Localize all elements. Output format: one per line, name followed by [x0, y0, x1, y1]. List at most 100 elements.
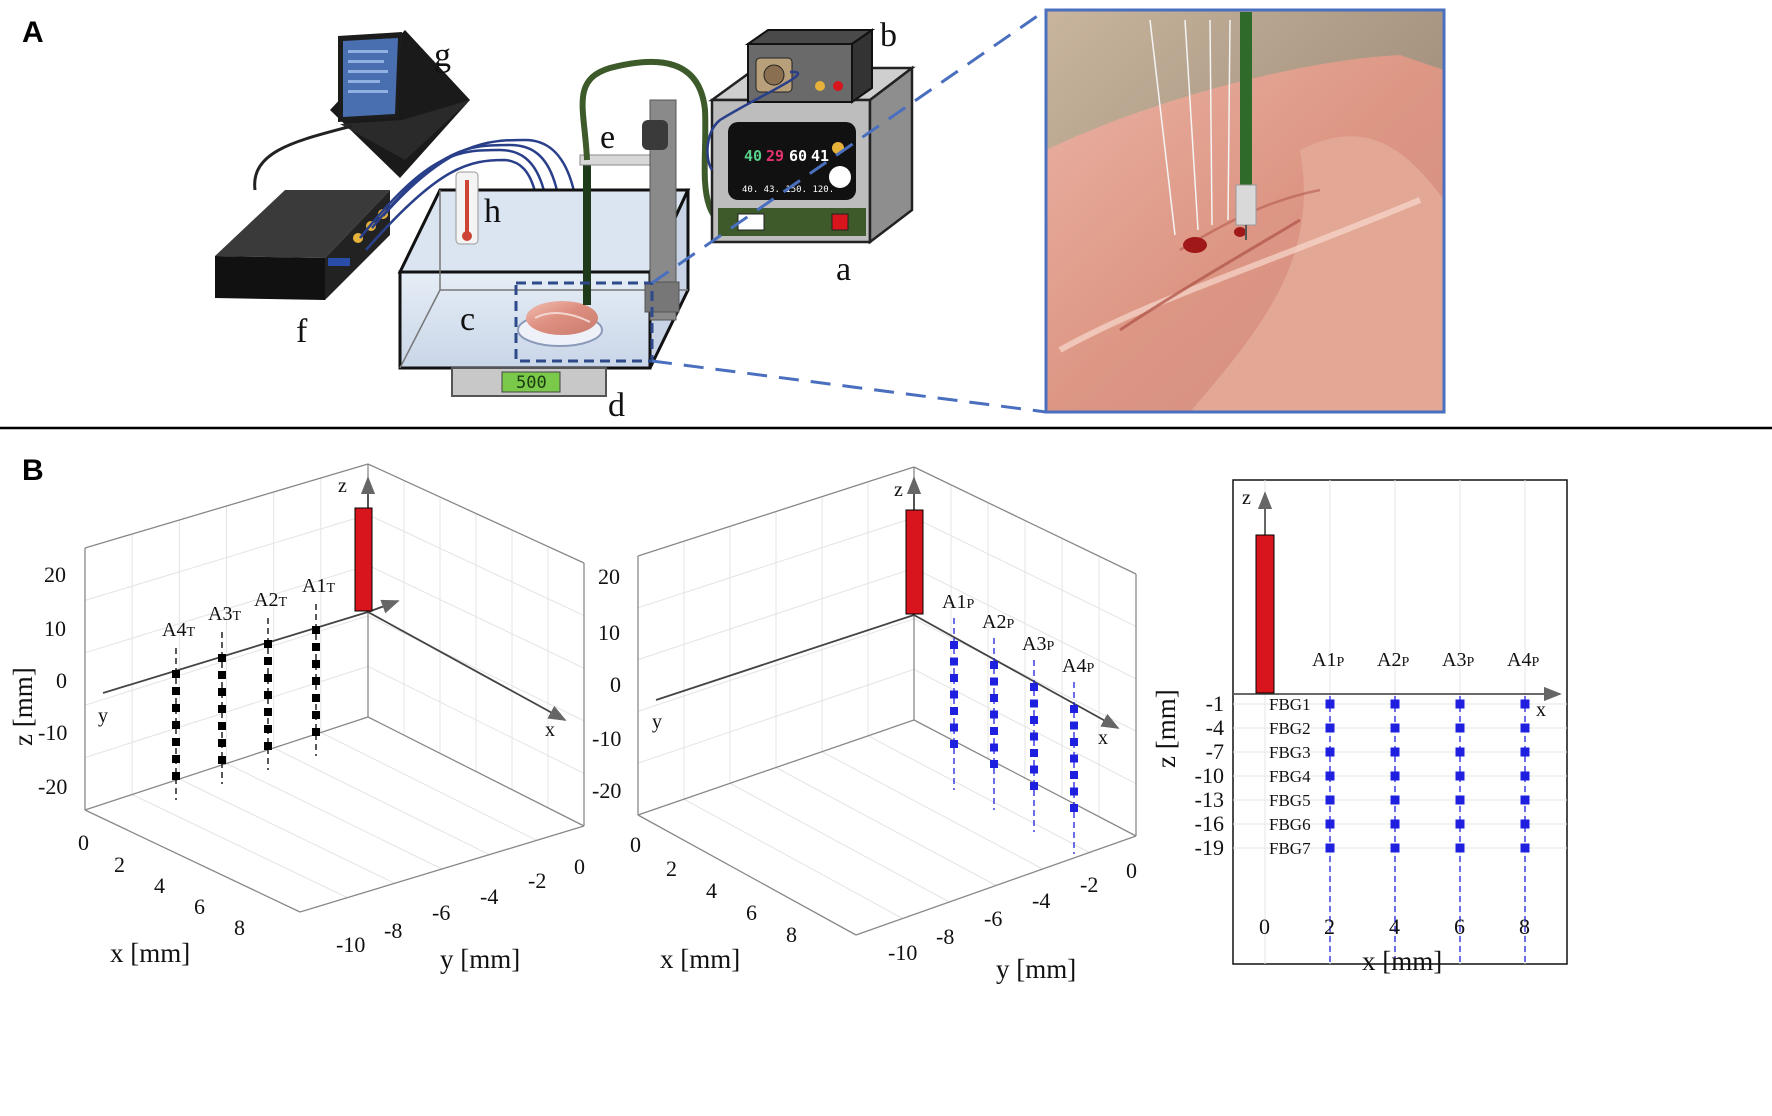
plot3-array-label: A1P: [1312, 649, 1344, 671]
plot2-x-tick: 4: [706, 878, 717, 903]
plot3-sensor-point: [1325, 699, 1335, 709]
monitor-value-3: 60: [789, 147, 807, 165]
plot1-sensor-point: [264, 657, 272, 665]
plot3-sensor-label: FBG1: [1269, 695, 1311, 714]
plot3-z-tick: -16: [1195, 811, 1224, 836]
label-d: d: [608, 387, 625, 424]
plot3-x-tick: 4: [1389, 914, 1400, 939]
zoom-link-bottom: [651, 359, 1047, 414]
plot2-array-label: A4P: [1062, 655, 1094, 677]
plot3-array-label: A2P: [1377, 649, 1409, 671]
plot2-sensor-point: [1030, 716, 1038, 724]
plot3-sensor-point: [1520, 699, 1530, 709]
plot1-sensor-point: [172, 687, 180, 695]
plot2-x-tick: 6: [746, 900, 757, 925]
plot1-array-label: A1T: [302, 575, 335, 597]
plot3-frame: [1232, 479, 1568, 965]
plot2-sensor-point: [990, 727, 998, 735]
coolant-tube: [579, 59, 751, 235]
plot1-sensor-point: [312, 728, 320, 736]
plot3-sensor-point: [1390, 699, 1400, 709]
plot1-sensor-point: [172, 772, 180, 780]
plot2-x-ticks: 0 2 4 6 8: [630, 832, 797, 947]
plot2-sensor-point: [1030, 732, 1038, 741]
plot3-sensor-point: [1390, 723, 1400, 733]
plot3-sensor-point: [1325, 747, 1335, 757]
plot2-y-tick: -10: [888, 940, 917, 965]
plot2-sensor-point: [950, 657, 958, 666]
plot3-sensor-label: FBG6: [1269, 815, 1311, 834]
plot2-x-label: x [mm]: [660, 944, 740, 974]
plot3-sensor-point: [1455, 795, 1465, 805]
plot2-x-tick: 8: [786, 922, 797, 947]
plot2-y-ticks: -10 -8 -6 -4 -2 0: [888, 858, 1137, 965]
plot2-axis-x: x: [1098, 727, 1108, 749]
label-c: c: [460, 301, 475, 338]
plot3-sensor-label: FBG7: [1269, 839, 1311, 858]
plot1-z-tick: -20: [38, 774, 67, 799]
plot2-sensor-point: [1030, 765, 1038, 774]
plot1-sensor-point: [264, 725, 272, 733]
plot2-y-tick: -4: [1032, 888, 1050, 913]
plot1-z-tick: 0: [56, 668, 67, 693]
stand-arm: [579, 154, 657, 166]
plot3-z-tick: -19: [1195, 835, 1224, 860]
plot3-sensor-point: [1455, 723, 1465, 733]
plot2-sensor-point: [990, 661, 998, 669]
plot1-x-tick: 6: [194, 894, 205, 919]
plot1-z-label: z [mm]: [8, 667, 38, 746]
plot1-array-label: A4T: [162, 619, 195, 641]
plot1-sensor-point: [312, 694, 320, 702]
plot2-box: [637, 466, 1137, 936]
plot2-sensor-point: [1070, 771, 1078, 779]
plot1-sensor-point: [264, 674, 272, 682]
plot2-z-tick: -20: [592, 778, 621, 803]
plot2-y-tick: -2: [1080, 872, 1098, 897]
plot2-sensor-point: [990, 760, 998, 768]
monitor-value-2: 29: [766, 147, 784, 165]
plot3-sensor-point: [1455, 747, 1465, 757]
plot2-sensor-point: [1070, 705, 1078, 713]
plot3-array-label: A4P: [1507, 649, 1539, 671]
plot1-box: [84, 463, 585, 913]
plot3-sensor-point: [1520, 771, 1530, 781]
plot3-sensor-point: [1390, 771, 1400, 781]
weighing-scale: [451, 367, 607, 397]
plot3-x-tick: 8: [1519, 914, 1530, 939]
plot3-sensor-point: [1325, 723, 1335, 733]
plot3-array-label: A3P: [1442, 649, 1474, 671]
plot1-y-tick: -2: [528, 868, 546, 893]
plot1-array-label: A3T: [208, 603, 241, 625]
plot1-x-tick: 4: [154, 873, 165, 898]
plot1-z-tick: 10: [44, 616, 66, 641]
plot3-sensor-label: FBG2: [1269, 719, 1311, 738]
plot1-sensor-point: [312, 677, 320, 685]
plot1-z-tick: -10: [38, 720, 67, 745]
plot1-y-tick: 0: [574, 854, 585, 879]
plot2-axis-y: y: [652, 711, 662, 733]
plot2-array-label: A2P: [982, 611, 1014, 633]
plot3-sensor-label: FBG4: [1269, 767, 1311, 786]
plot3-axis-x: x: [1536, 699, 1546, 721]
plot1-sensor-point: [172, 755, 180, 763]
plot1-y-tick: -6: [432, 900, 450, 925]
plot3-z-tick: -4: [1206, 715, 1224, 740]
plot1-axis-y: y: [98, 705, 108, 727]
plot3-z-tick: -1: [1206, 691, 1224, 716]
plot3-sensor-label: FBG3: [1269, 743, 1311, 762]
plot1-sensor-point: [312, 660, 320, 668]
plot1-sensor-point: [264, 742, 272, 750]
plot1-sensor-point: [218, 756, 226, 764]
monitor-value-1: 40: [744, 147, 762, 165]
plot3-sensor-point: [1325, 771, 1335, 781]
photo-border: [1044, 8, 1446, 414]
plot2-sensor-point: [1070, 787, 1078, 796]
plot2-gridlines: [637, 481, 1137, 919]
plot2-ablation-applicator: [905, 509, 924, 615]
plot2-sensor-point: [990, 743, 998, 752]
plot1-y-arrow: [367, 599, 400, 614]
plot1-y-tick: -4: [480, 884, 498, 909]
